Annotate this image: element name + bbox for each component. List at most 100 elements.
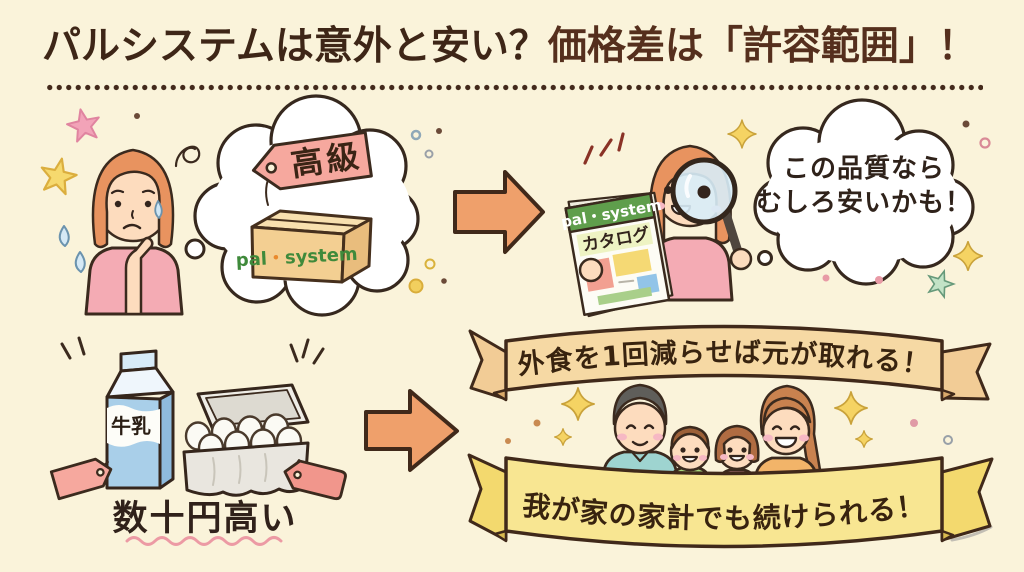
eyebrows: [110, 189, 156, 195]
carton-base: [182, 441, 310, 497]
tag-hole: [265, 162, 278, 174]
carton-side: [158, 390, 175, 490]
emphasis-strokes-icon: [583, 132, 625, 165]
dot: [822, 274, 830, 282]
catalog-text-line: [618, 279, 635, 284]
nose: [131, 210, 134, 219]
sweat-drop-icon: [58, 225, 70, 247]
blush: [799, 434, 809, 442]
blush: [763, 434, 773, 442]
dad-hair: [612, 383, 668, 426]
luxury-price-tag: 高級: [251, 130, 373, 191]
pal-system-box: pal・system: [235, 209, 373, 284]
blush: [617, 433, 627, 441]
title-main: パルシステムは意外と安い？: [42, 24, 548, 69]
hand: [578, 257, 604, 283]
dot: [408, 278, 424, 294]
cup-dividers: [212, 453, 268, 486]
tag-shape: [283, 459, 347, 501]
mom-eyes: [771, 425, 801, 431]
ribbon-fold: [492, 388, 508, 402]
boy-mouth: [681, 455, 699, 463]
eye: [727, 447, 733, 453]
dad-eyes: [625, 424, 655, 430]
sparkle-icon: [727, 119, 757, 149]
catalog-brand-band: [564, 192, 656, 234]
ribbon-tail-right: [940, 342, 992, 401]
price-note-label: 数十円高い: [112, 499, 297, 539]
cloud-fill: [765, 136, 959, 264]
dot: [910, 419, 918, 427]
hand-on-chin: [124, 236, 154, 316]
sparkle-icon: [561, 387, 595, 421]
dot: [875, 276, 883, 284]
dot: [505, 438, 511, 444]
dad-collar: [630, 450, 650, 463]
blush: [653, 433, 663, 441]
sweat-drop-icon: [74, 251, 86, 273]
pal-system-catalog: pal・system カタログ: [560, 191, 674, 318]
sparkle-icon: [953, 241, 983, 271]
ribbon-tail-left: [468, 329, 508, 401]
dot: [441, 278, 447, 284]
page-title: パルシステムは意外と安い？価格差は「許容範囲」！: [42, 22, 977, 73]
eye: [114, 200, 122, 208]
eye: [680, 447, 686, 453]
hand: [729, 247, 753, 271]
catalog-photo: [612, 248, 652, 277]
sweat-drop-icon: [154, 200, 163, 219]
magnified-eye: [697, 185, 711, 199]
ribbon-fold: [940, 388, 956, 402]
dot: [436, 128, 442, 134]
bubble-text-line1: この品質なら: [783, 154, 945, 184]
bubble-text-line2: むしろ安いかも！: [756, 188, 972, 218]
blush: [720, 454, 728, 460]
dot: [962, 120, 970, 128]
frown-mouth: [122, 223, 142, 230]
catalog-title-band: [576, 222, 654, 257]
ribbon-fold: [493, 529, 508, 543]
star-icon: [927, 268, 956, 300]
girl-mouth: [728, 454, 746, 462]
tag-hole: [96, 468, 105, 477]
ribbon-tail-left: [467, 453, 508, 542]
emphasis-strokes-icon: [60, 336, 86, 360]
dot: [410, 129, 422, 141]
milk-carton: 牛乳: [49, 336, 175, 501]
eye: [664, 186, 672, 194]
sparkle-icon: [854, 429, 874, 449]
box-side: [340, 217, 373, 284]
dad-face: [613, 401, 667, 455]
tag-shape: [49, 457, 113, 501]
eye: [694, 447, 700, 453]
dot: [533, 419, 541, 427]
inspecting-woman: pal・system カタログ: [560, 119, 757, 318]
egg-carton: [182, 338, 347, 501]
decor-dots: [134, 113, 447, 294]
bubble-tail: [184, 238, 206, 260]
dot: [424, 258, 436, 270]
ribbon-shadow: [950, 525, 993, 542]
dot: [979, 137, 991, 149]
emphasis-strokes-icon: [289, 338, 325, 365]
arrow-right-icon: [453, 170, 545, 254]
tag-hole: [293, 470, 302, 480]
blush: [746, 454, 754, 460]
worried-woman: [40, 108, 201, 316]
star-icon: [40, 157, 78, 196]
sparkle-icon: [834, 391, 868, 425]
wavy-underline-icon: [125, 536, 283, 546]
catalog-photo: [597, 286, 653, 306]
banner-bottom: 我が家の家計でも続けられる！: [467, 453, 994, 549]
sparkle-icon: [553, 427, 573, 447]
milk-wave-band: [107, 405, 160, 447]
magnifying-glass-icon: [670, 157, 753, 271]
dotted-divider-icon: [45, 84, 983, 91]
price-tag: [283, 459, 347, 501]
box-brand-label: pal・system: [235, 244, 358, 271]
thought-bubble-expensive: 高級 pal・system: [134, 94, 447, 317]
boy-hair: [670, 425, 710, 450]
banner-top: 外食を1回減らせば元が取れる！: [468, 324, 992, 402]
confusion-scribble-icon: [174, 145, 201, 168]
